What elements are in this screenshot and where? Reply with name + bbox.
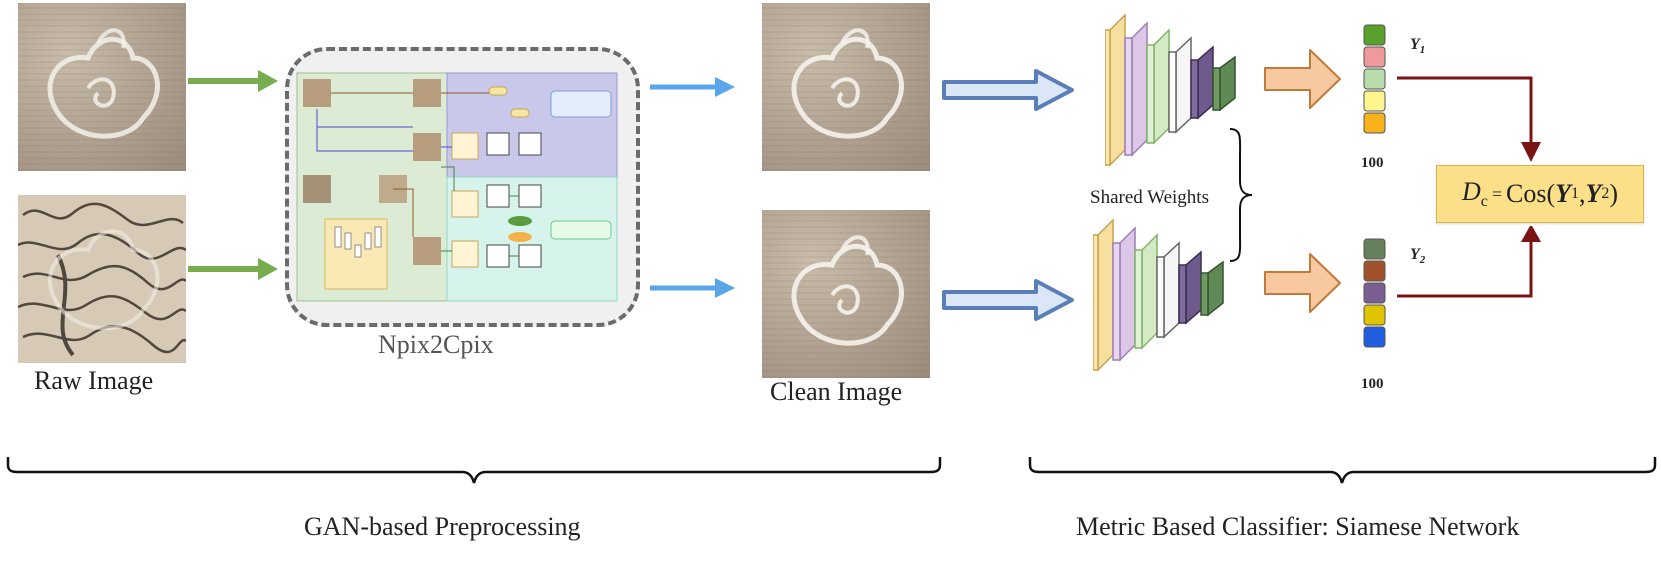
gan-preprocessing-label: GAN-based Preprocessing xyxy=(304,512,581,541)
orange-arrow-bottom-icon xyxy=(1264,253,1341,313)
y2-subscript: 2 xyxy=(1419,254,1426,267)
raw-image-bottom xyxy=(18,195,186,363)
output-vector-bottom-cell xyxy=(1363,260,1386,282)
y1-subscript: 1 xyxy=(1419,44,1426,57)
hollow-arrow-bottom-icon xyxy=(942,279,1074,321)
output-size-bottom: 100 xyxy=(1361,376,1384,392)
npix2cpix-container xyxy=(285,47,640,327)
red-arrow-top-icon xyxy=(1397,76,1541,162)
formula-y2-sub: 2 xyxy=(1601,185,1610,202)
y2-label: Y2 xyxy=(1410,246,1425,266)
y2-symbol: Y xyxy=(1410,246,1420,263)
formula-close: ) xyxy=(1609,179,1619,208)
clean-watermark-icon xyxy=(791,235,904,346)
raw-image-label: Raw Image xyxy=(34,366,154,395)
formula-y2: Y xyxy=(1585,179,1602,208)
metric-classifier-label: Metric Based Classifier: Siamese Network xyxy=(1076,512,1520,541)
orange-arrow-top-icon xyxy=(1264,49,1341,109)
output-vector-top-cell xyxy=(1363,24,1386,46)
output-vector-bottom-cell xyxy=(1363,238,1386,260)
cnn-stack-bottom-icon xyxy=(1093,218,1224,372)
formula-cos: Cos( xyxy=(1505,179,1556,208)
cnn-stack-top-icon xyxy=(1105,13,1236,167)
formula-comma: , xyxy=(1579,179,1586,208)
red-arrow-bottom-icon xyxy=(1397,226,1541,298)
green-arrow-bottom-icon xyxy=(188,258,278,280)
section-braces-icon xyxy=(6,457,1657,484)
output-vector-top-cell xyxy=(1363,112,1386,134)
npix2cpix-architecture-icon xyxy=(296,72,618,302)
output-vector-bottom-cell xyxy=(1363,304,1386,326)
blue-arrow-top-icon xyxy=(650,77,735,97)
output-vector-bottom-cell xyxy=(1363,282,1386,304)
raw-image-top xyxy=(18,3,186,171)
formula-y1-sub: 1 xyxy=(1571,185,1579,202)
shared-weights-brace-icon xyxy=(1229,128,1253,262)
npix2cpix-label: Npix2Cpix xyxy=(378,330,494,359)
formula-equals: = xyxy=(1491,183,1502,204)
formula-y1: Y xyxy=(1555,179,1571,208)
output-vector-top-cell xyxy=(1363,90,1386,112)
output-vector-top-cell xyxy=(1363,46,1386,68)
y1-symbol: Y xyxy=(1410,36,1420,53)
output-vector-top xyxy=(1363,24,1386,134)
clean-image-label: Clean Image xyxy=(770,377,903,406)
watermark-drawing-icon xyxy=(47,28,160,139)
formula-d-sub: c xyxy=(1480,193,1488,211)
formula-d: D xyxy=(1461,176,1481,206)
hollow-arrow-top-icon xyxy=(942,69,1074,111)
shared-weights-label: Shared Weights xyxy=(1090,187,1209,208)
formula-lhs: Dc xyxy=(1462,177,1488,211)
clean-image-bottom xyxy=(762,210,930,378)
handwriting-overlay-icon xyxy=(18,195,186,363)
output-size-top: 100 xyxy=(1361,155,1384,171)
y1-label: Y1 xyxy=(1410,36,1425,56)
green-arrow-top-icon xyxy=(188,70,278,92)
clean-watermark-icon xyxy=(791,28,904,139)
output-vector-bottom-cell xyxy=(1363,326,1386,348)
blue-arrow-bottom-icon xyxy=(650,278,735,298)
output-vector-top-cell xyxy=(1363,68,1386,90)
output-vector-bottom xyxy=(1363,238,1386,348)
clean-image-top xyxy=(762,3,930,171)
